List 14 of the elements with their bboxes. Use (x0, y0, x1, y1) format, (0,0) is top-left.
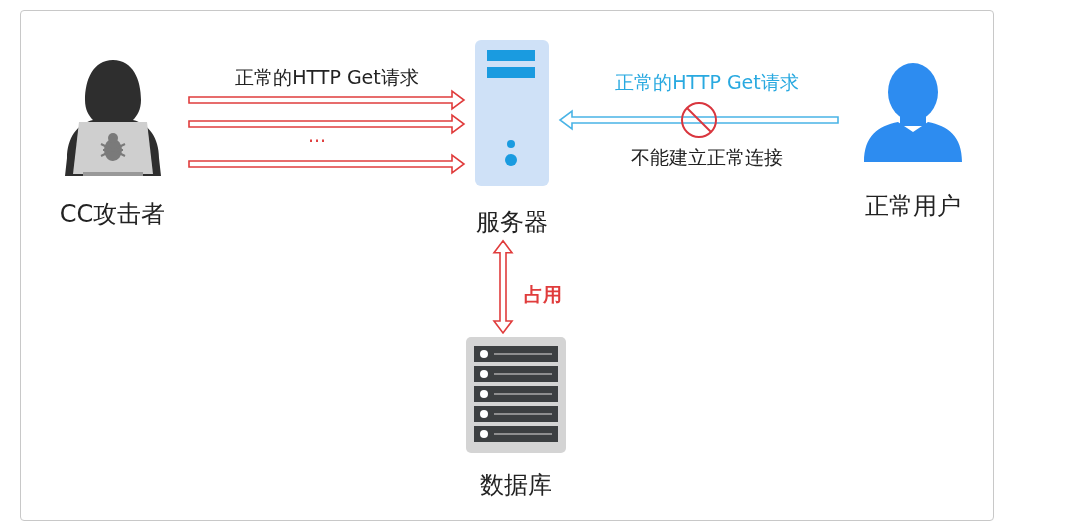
ellipsis-label: ... (307, 124, 327, 147)
node-label: 正常用户 (865, 192, 961, 221)
edge-label: 占用 (524, 283, 562, 306)
edge-label: 正常的HTTP Get请求 (235, 66, 419, 89)
edge-label: 正常的HTTP Get请求 (615, 71, 799, 94)
node-label: 服务器 (476, 208, 548, 237)
hollow-arrow (188, 113, 466, 135)
node-label: 数据库 (480, 471, 552, 500)
hollow-arrow (558, 109, 839, 131)
hollow-arrow (492, 239, 514, 335)
hollow-arrow (188, 153, 466, 175)
node-label: CC攻击者 (59, 200, 166, 229)
note-label: 不能建立正常连接 (631, 146, 783, 169)
hollow-arrow (188, 89, 466, 111)
